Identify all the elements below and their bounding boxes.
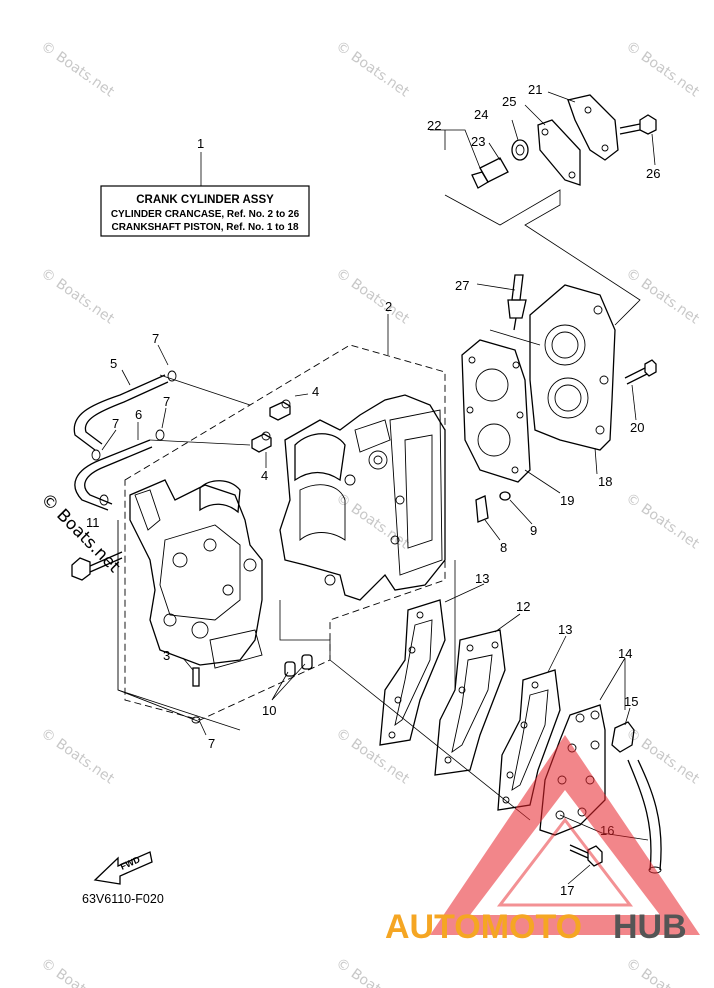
- info-box-line2: CRANKSHAFT PISTON, Ref. No. 1 to 18: [111, 222, 298, 233]
- callout-2: 2: [385, 299, 392, 314]
- callout-1: 1: [197, 136, 204, 151]
- watermark: © Boats.net: [333, 38, 413, 100]
- watermark: © Boats.net: [333, 955, 413, 988]
- callout-27: 27: [455, 278, 469, 293]
- pins: [191, 667, 201, 724]
- watermark: © Boats.net: [38, 38, 118, 100]
- dowels: [284, 654, 313, 677]
- brand-logo: AUTOMOTO HUB: [385, 735, 700, 946]
- info-box-line1: CYLINDER CRANCASE, Ref. No. 2 to 26: [111, 209, 300, 220]
- fwd-arrow-icon: FWD: [93, 851, 153, 885]
- cylinder-block: [279, 394, 446, 601]
- watermark-large: © Boats.net: [36, 489, 124, 577]
- watermark: © Boats.net: [38, 725, 118, 787]
- callout-19: 19: [560, 493, 574, 508]
- watermark: © Boats.net: [623, 490, 703, 552]
- callout-24: 24: [474, 107, 488, 122]
- callout-10: 10: [262, 703, 276, 718]
- cylinder-head: [529, 284, 616, 451]
- callout-3: 3: [163, 648, 170, 663]
- watermark: © Boats.net: [38, 955, 118, 988]
- connection-lines: [117, 189, 641, 821]
- callout-18: 18: [598, 474, 612, 489]
- fitting-and-hose: [611, 721, 662, 874]
- callout-20: 20: [630, 420, 644, 435]
- brand-text-automoto: AUTOMOTO: [385, 908, 582, 946]
- bolt-20: [624, 359, 657, 385]
- callout-11: 11: [86, 515, 100, 530]
- callout-25: 25: [502, 94, 516, 109]
- small-hardware: [475, 491, 511, 523]
- callout-7: 7: [112, 416, 119, 431]
- thermostat-cover: [471, 94, 657, 189]
- callout-4: 4: [312, 384, 319, 399]
- callout-13: 13: [558, 622, 572, 637]
- callout-26: 26: [646, 166, 660, 181]
- spark-plug: [507, 274, 527, 331]
- watermark: © Boats.net: [333, 725, 413, 787]
- callout-5: 5: [110, 356, 117, 371]
- bolt-17: [569, 844, 603, 867]
- brand-text-hub: HUB: [613, 908, 687, 946]
- watermark: © Boats.net: [623, 38, 703, 100]
- callout-17: 17: [560, 883, 574, 898]
- fittings: [251, 399, 291, 453]
- callout-7: 7: [208, 736, 215, 751]
- diagram-code: 63V6110-F020: [82, 892, 164, 906]
- callout-6: 6: [135, 407, 142, 422]
- watermark: © Boats.net: [38, 265, 118, 327]
- callout-8: 8: [500, 540, 507, 555]
- watermark: © Boats.net: [623, 955, 703, 988]
- hoses: [73, 370, 177, 511]
- head-gasket: [461, 339, 531, 483]
- callout-21: 21: [528, 82, 542, 97]
- info-box-title: CRANK CYLINDER ASSY: [136, 194, 274, 206]
- callout-14: 14: [618, 646, 632, 661]
- crankcase-left: [129, 479, 263, 669]
- watermark: © Boats.net: [333, 265, 413, 327]
- watermarks: © Boats.net © Boats.net © Boats.net © Bo…: [36, 38, 702, 988]
- callout-9: 9: [530, 523, 537, 538]
- callout-13: 13: [475, 571, 489, 586]
- callout-15: 15: [624, 694, 638, 709]
- info-box: CRANK CYLINDER ASSY CYLINDER CRANCASE, R…: [100, 152, 310, 237]
- callout-22: 22: [427, 118, 441, 133]
- callout-4: 4: [261, 468, 268, 483]
- callouts: 1 2 4 4 5 6 7 7 7 7 3 10 11 8 9 18 19 20…: [86, 82, 660, 898]
- callout-7: 7: [152, 331, 159, 346]
- callout-12: 12: [516, 599, 530, 614]
- bolt-11: [71, 551, 123, 581]
- callout-7: 7: [163, 394, 170, 409]
- callout-23: 23: [471, 134, 485, 149]
